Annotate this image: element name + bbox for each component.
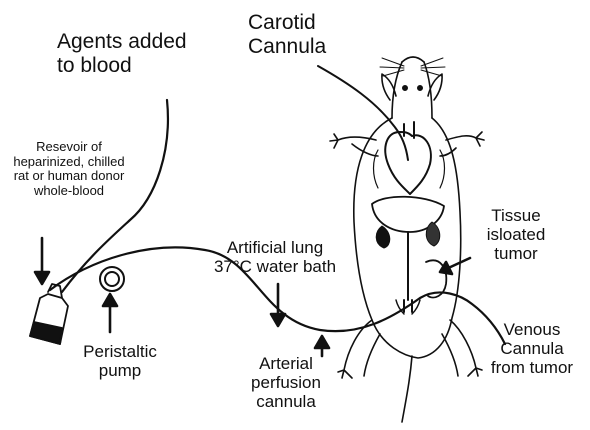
- venous-cannula-label: Venous Cannula from tumor: [480, 320, 584, 377]
- reservoir-line-1: Resevoir of: [2, 140, 136, 155]
- carotid-line-1: Carotid: [248, 11, 326, 35]
- agents-label: Agents added to blood: [57, 30, 187, 77]
- pump-line-1: Peristaltic: [70, 342, 170, 361]
- reservoir-line-2: heparinized, chilled: [2, 155, 136, 170]
- tissue-line-2: isloated: [466, 225, 566, 244]
- reservoir-line-4: whole-blood: [2, 184, 136, 199]
- venous-line-1: Venous: [480, 320, 584, 339]
- lung-line-2: 37°C water bath: [198, 257, 352, 276]
- venous-line-3: from tumor: [480, 358, 584, 377]
- agents-line-2: to blood: [57, 54, 187, 78]
- peristaltic-pump-label: Peristaltic pump: [70, 342, 170, 380]
- arterial-line-2: perfusion: [236, 373, 336, 392]
- agents-line-1: Agents added: [57, 30, 187, 54]
- carotid-cannula-label: Carotid Cannula: [248, 11, 326, 58]
- rat-illustration: [330, 57, 484, 422]
- pump-line-2: pump: [70, 361, 170, 380]
- lung-line-1: Artificial lung: [198, 238, 352, 257]
- arterial-line-1: Arterial: [236, 354, 336, 373]
- venous-line-2: Cannula: [480, 339, 584, 358]
- reservoir-line-3: rat or human donor: [2, 169, 136, 184]
- arterial-line-3: cannula: [236, 392, 336, 411]
- reservoir-label: Resevoir of heparinized, chilled rat or …: [2, 140, 136, 198]
- tissue-line-1: Tissue: [466, 206, 566, 225]
- tissue-line-3: tumor: [466, 244, 566, 263]
- tissue-tumor-label: Tissue isloated tumor: [466, 206, 566, 263]
- peristaltic-pump-icon: [100, 267, 124, 291]
- artificial-lung-label: Artificial lung 37°C water bath: [198, 238, 352, 276]
- carotid-line-2: Cannula: [248, 35, 326, 59]
- arterial-perfusion-cannula-label: Arterial perfusion cannula: [236, 354, 336, 411]
